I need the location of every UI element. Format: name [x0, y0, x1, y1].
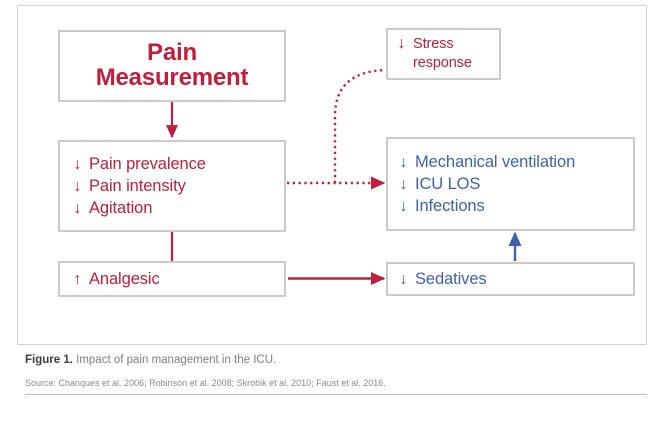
node-pain-measurement-line1: Pain	[147, 39, 197, 67]
list-item: ↓ Mechanical ventilation	[388, 151, 633, 173]
connector-outcomes-to-stress-response	[333, 68, 386, 183]
list-item: ↓ Pain prevalence	[60, 153, 284, 175]
list-item-label: Mechanical ventilation	[415, 152, 576, 171]
list-item: ↑ Analgesic	[60, 268, 284, 290]
node-stress-response: ↓ Stress response	[386, 28, 501, 80]
node-stress-response-line1: Stress	[413, 36, 454, 53]
list-item-label: Agitation	[89, 199, 153, 218]
list-item: ↓ ICU LOS	[388, 173, 633, 195]
list-item-label: Infections	[415, 197, 485, 216]
arrow-down-icon: ↓	[397, 35, 406, 53]
node-stress-response-line2: response	[413, 55, 472, 71]
node-pain-measurement: Pain Measurement	[58, 30, 286, 102]
figure-source: Source: Chanques et al. 2006; Robinson e…	[25, 378, 386, 389]
figure-caption-block: Figure 1. Impact of pain management in t…	[25, 352, 647, 390]
caption-bottom-rule	[25, 394, 647, 395]
arrow-down-icon: ↓	[399, 270, 408, 288]
figure-caption: Figure 1. Impact of pain management in t…	[25, 352, 647, 369]
list-item: ↓ Stress	[388, 35, 499, 54]
arrow-up-icon: ↑	[73, 270, 82, 288]
node-sedatives: ↓ Sedatives	[386, 262, 635, 296]
figure-caption-text: Impact of pain management in the ICU.	[76, 354, 277, 366]
list-item-continuation: response	[388, 54, 499, 73]
list-item-label: ICU LOS	[415, 174, 481, 193]
list-item: ↓ Sedatives	[388, 268, 633, 290]
node-pain-measurement-line2: Measurement	[95, 64, 249, 91]
diagram-frame: Pain Measurement ↓ Pain prevalence ↓ Pai…	[17, 5, 647, 345]
arrow-down-icon: ↓	[399, 198, 408, 216]
node-pain-outcomes: ↓ Pain prevalence ↓ Pain intensity ↓ Agi…	[58, 140, 286, 232]
list-item-label: Sedatives	[415, 269, 487, 288]
list-item: ↓ Pain intensity	[60, 175, 284, 197]
arrow-down-icon: ↓	[399, 153, 408, 171]
list-item: ↓ Infections	[388, 195, 633, 217]
arrow-down-icon: ↓	[399, 175, 408, 193]
list-item-label: Analgesic	[89, 269, 160, 288]
node-clinical-outcomes: ↓ Mechanical ventilation ↓ ICU LOS ↓ Inf…	[386, 137, 635, 231]
figure-caption-label: Figure 1.	[25, 354, 73, 366]
arrow-down-icon: ↓	[73, 177, 82, 195]
node-analgesic: ↑ Analgesic	[58, 261, 286, 297]
arrow-down-icon: ↓	[73, 200, 82, 218]
list-item-label: Pain intensity	[89, 176, 186, 195]
list-item-label: Pain prevalence	[89, 154, 206, 173]
list-item: ↓ Agitation	[60, 197, 284, 219]
arrow-down-icon: ↓	[73, 155, 82, 173]
